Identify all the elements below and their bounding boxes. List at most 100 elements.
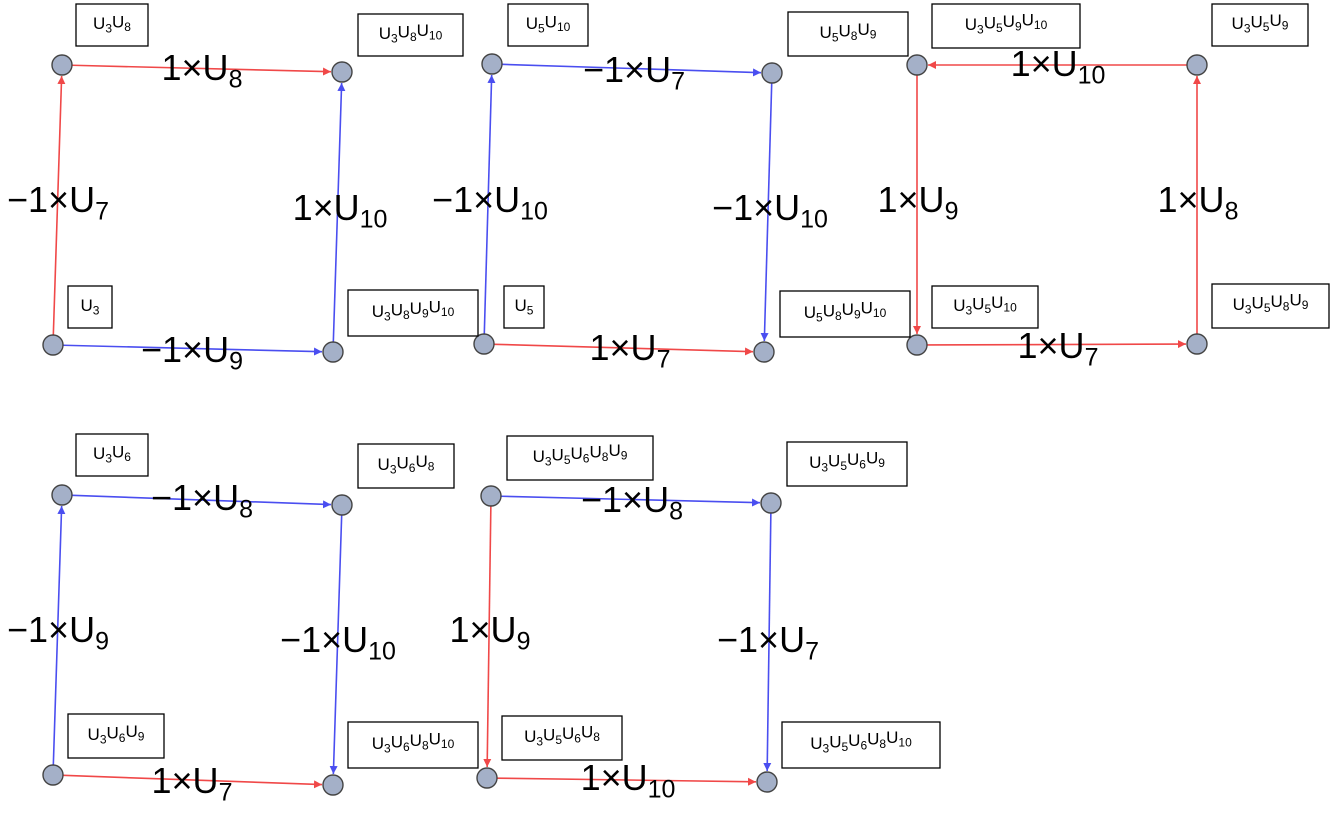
node-label: U3U6U8U10 <box>372 730 455 756</box>
edge-positive <box>926 340 1187 349</box>
node-label: U3U5U10 <box>953 293 1017 318</box>
node-label-box: U5U8U9U10 <box>779 290 911 338</box>
node-label: U3U8 <box>93 13 131 36</box>
graph-node <box>1186 333 1208 355</box>
node-label: U3U5U6U8U10 <box>810 728 912 756</box>
node-label: U3 <box>81 296 100 318</box>
edge-weight-label: 1×U10 <box>293 187 388 234</box>
edge-negative <box>329 514 343 775</box>
edge-weight-label: 1×U7 <box>590 327 671 374</box>
graph-node <box>480 485 502 507</box>
node-label: U3U5U6U8U9 <box>533 441 628 469</box>
node-label: U3U8U9U10 <box>372 298 455 324</box>
node-label-box: U3U8U10 <box>357 13 464 57</box>
node-label: U5U10 <box>526 13 571 36</box>
edge-negative <box>483 74 496 335</box>
edge-weight-label: −1×U7 <box>583 49 685 96</box>
edge-negative <box>501 63 762 77</box>
node-label: U3U8U10 <box>379 21 443 46</box>
edge-negative <box>52 505 66 766</box>
edge-negative <box>62 344 323 356</box>
edge-weight-label: −1×U10 <box>712 187 828 234</box>
edge-positive <box>483 505 492 768</box>
edge-positive <box>52 75 66 336</box>
edge-negative <box>760 82 773 342</box>
graph-node <box>322 774 344 796</box>
node-label-box: U5 <box>503 285 545 329</box>
node-label-box: U3 <box>67 285 113 329</box>
node-label-box: U3U6 <box>75 433 149 477</box>
edge-negative <box>332 82 346 343</box>
node-label-box: U3U5U6U9 <box>786 441 908 487</box>
graph-node <box>761 62 783 84</box>
node-label: U5U8U9U10 <box>804 299 887 325</box>
node-label-box: U5U8U9 <box>787 11 909 57</box>
graph-node <box>51 54 73 76</box>
edge-weight-label: −1×U8 <box>151 477 253 524</box>
graph-node <box>473 333 495 355</box>
node-label: U5U8U9 <box>820 20 877 45</box>
node-label: U3U6U9 <box>88 722 145 747</box>
graph-node <box>51 484 73 506</box>
node-label-box: U3U5U6U8U9 <box>506 435 654 481</box>
graph-node <box>331 494 353 516</box>
graph-node <box>331 61 353 83</box>
node-label-box: U3U5U9 <box>1211 3 1309 47</box>
node-label-box: U3U5U6U8 <box>501 715 623 761</box>
edge-weight-label: 1×U10 <box>1011 43 1106 90</box>
edge-weight-label: −1×U10 <box>432 179 548 226</box>
edge-weight-label: 1×U7 <box>152 760 233 807</box>
node-label-box: U3U6U8U10 <box>347 721 479 769</box>
graph-node <box>760 492 782 514</box>
edge-positive <box>62 774 323 789</box>
edge-negative <box>763 512 772 772</box>
edge-weight-label: −1×U8 <box>581 479 683 526</box>
node-label: U3U6U8 <box>378 452 435 477</box>
edge-weight-label: 1×U8 <box>162 47 243 94</box>
edge-weight-label: 1×U8 <box>1158 179 1239 226</box>
graph-node <box>906 54 928 76</box>
graph-node <box>42 334 64 356</box>
graph-node <box>42 764 64 786</box>
node-label-box: U3U5U6U8U10 <box>781 721 941 769</box>
edge-positive <box>71 64 332 76</box>
node-label-box: U3U6U8 <box>357 443 455 489</box>
edge-weight-label: −1×U7 <box>717 619 819 666</box>
node-label-box: U3U8U9U10 <box>347 289 479 337</box>
node-label: U3U5U8U9 <box>1233 291 1309 317</box>
edge-positive <box>496 777 757 786</box>
graph-node <box>476 767 498 789</box>
node-label-box: U3U8 <box>75 3 149 47</box>
edge-negative <box>500 495 761 507</box>
node-label: U3U5U6U9 <box>809 449 885 475</box>
graph-node <box>753 341 775 363</box>
node-label-box: U5U10 <box>507 3 589 47</box>
edge-weight-label: 1×U9 <box>450 609 531 656</box>
edge-weight-label: 1×U10 <box>581 757 676 804</box>
graph-node <box>481 53 503 75</box>
node-label: U3U6 <box>93 443 131 466</box>
edge-weight-label: 1×U9 <box>878 179 959 226</box>
nodes-layer <box>42 53 1208 796</box>
edge-negative <box>71 494 332 509</box>
node-label-box: U3U6U9 <box>67 713 165 759</box>
graph-node <box>756 771 778 793</box>
edges-layer <box>52 61 1201 789</box>
edge-weight-label: −1×U10 <box>280 619 396 666</box>
node-label-box: U3U5U10 <box>931 285 1039 329</box>
node-label: U3U5U6U8 <box>524 723 600 749</box>
node-label-box: U3U5U8U9 <box>1211 283 1330 329</box>
node-label-box: U3U5U9U10 <box>931 3 1081 49</box>
node-label: U5 <box>515 296 534 318</box>
graph-node <box>906 334 928 356</box>
edge-positive <box>493 343 754 356</box>
edge-weight-label: 1×U7 <box>1018 325 1099 372</box>
graph-node <box>1186 54 1208 76</box>
node-label: U3U5U9 <box>1232 11 1289 36</box>
edge-weight-label: −1×U9 <box>7 609 109 656</box>
graph-node <box>322 341 344 363</box>
node-label: U3U5U9U10 <box>965 11 1048 37</box>
edge-weight-label: −1×U9 <box>141 329 243 376</box>
